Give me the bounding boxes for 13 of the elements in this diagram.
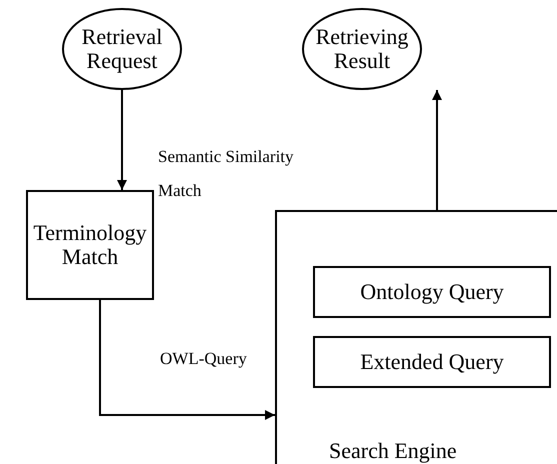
- arrow: [117, 90, 127, 190]
- node-label: Ontology Query: [360, 280, 504, 304]
- node-label: Retrieving Result: [314, 24, 410, 74]
- node-label: Extended Query: [360, 350, 504, 374]
- node-label: Terminology Match: [32, 220, 148, 270]
- process-box: [313, 336, 551, 388]
- arrow: [99, 300, 275, 420]
- process-box: [26, 190, 154, 300]
- container-box: [275, 210, 557, 464]
- process-box: [313, 266, 551, 318]
- container-title: Search Engine: [329, 438, 457, 464]
- node-label: Retrieval Request: [80, 24, 164, 74]
- arrow: [432, 90, 442, 210]
